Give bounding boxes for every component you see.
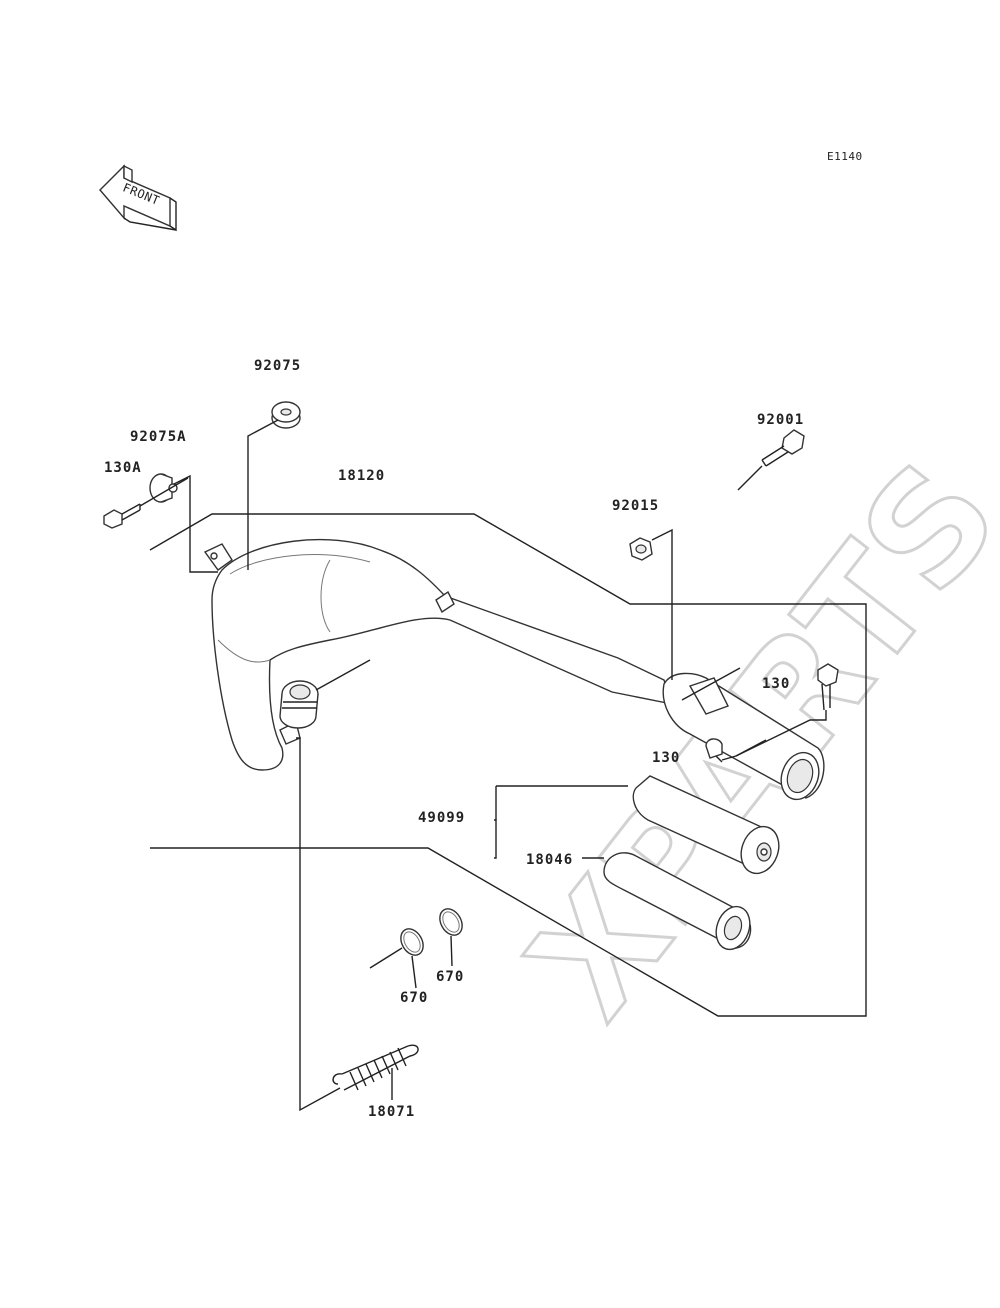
label-92075: 92075 bbox=[254, 358, 301, 374]
nut-92015 bbox=[629, 537, 653, 561]
spring-18071 bbox=[332, 1044, 419, 1091]
label-92075a: 92075A bbox=[130, 429, 187, 445]
bolt-130-upper bbox=[817, 663, 839, 711]
label-130-lower: 130 bbox=[652, 750, 680, 766]
spark-arrestor-49099 bbox=[632, 775, 780, 875]
bolt-130a bbox=[103, 503, 141, 529]
pipe-fitting bbox=[279, 680, 319, 729]
label-92015: 92015 bbox=[612, 498, 659, 514]
gasket-670-right bbox=[439, 908, 463, 936]
label-18046: 18046 bbox=[526, 852, 573, 868]
exhaust-pipe-18120 bbox=[203, 538, 674, 771]
grommet-92075 bbox=[271, 401, 301, 429]
label-670-right: 670 bbox=[436, 969, 464, 985]
packing-18046 bbox=[603, 852, 752, 951]
leader-lines bbox=[139, 419, 867, 1112]
diagram-code: E1140 bbox=[827, 150, 863, 163]
silencer-body bbox=[662, 667, 825, 801]
front-arrow-icon: FRONT bbox=[99, 164, 177, 232]
bolt-92001 bbox=[761, 429, 805, 467]
label-49099: 49099 bbox=[418, 810, 465, 826]
label-18120: 18120 bbox=[338, 468, 385, 484]
gasket-670-left bbox=[400, 928, 424, 956]
label-130-upper: 130 bbox=[762, 676, 790, 692]
label-18071: 18071 bbox=[368, 1104, 415, 1120]
bolt-130-lower bbox=[705, 738, 723, 763]
label-130a: 130A bbox=[104, 460, 142, 476]
label-92001: 92001 bbox=[757, 412, 804, 428]
damper-92075a bbox=[149, 473, 178, 503]
label-670-left: 670 bbox=[400, 990, 428, 1006]
